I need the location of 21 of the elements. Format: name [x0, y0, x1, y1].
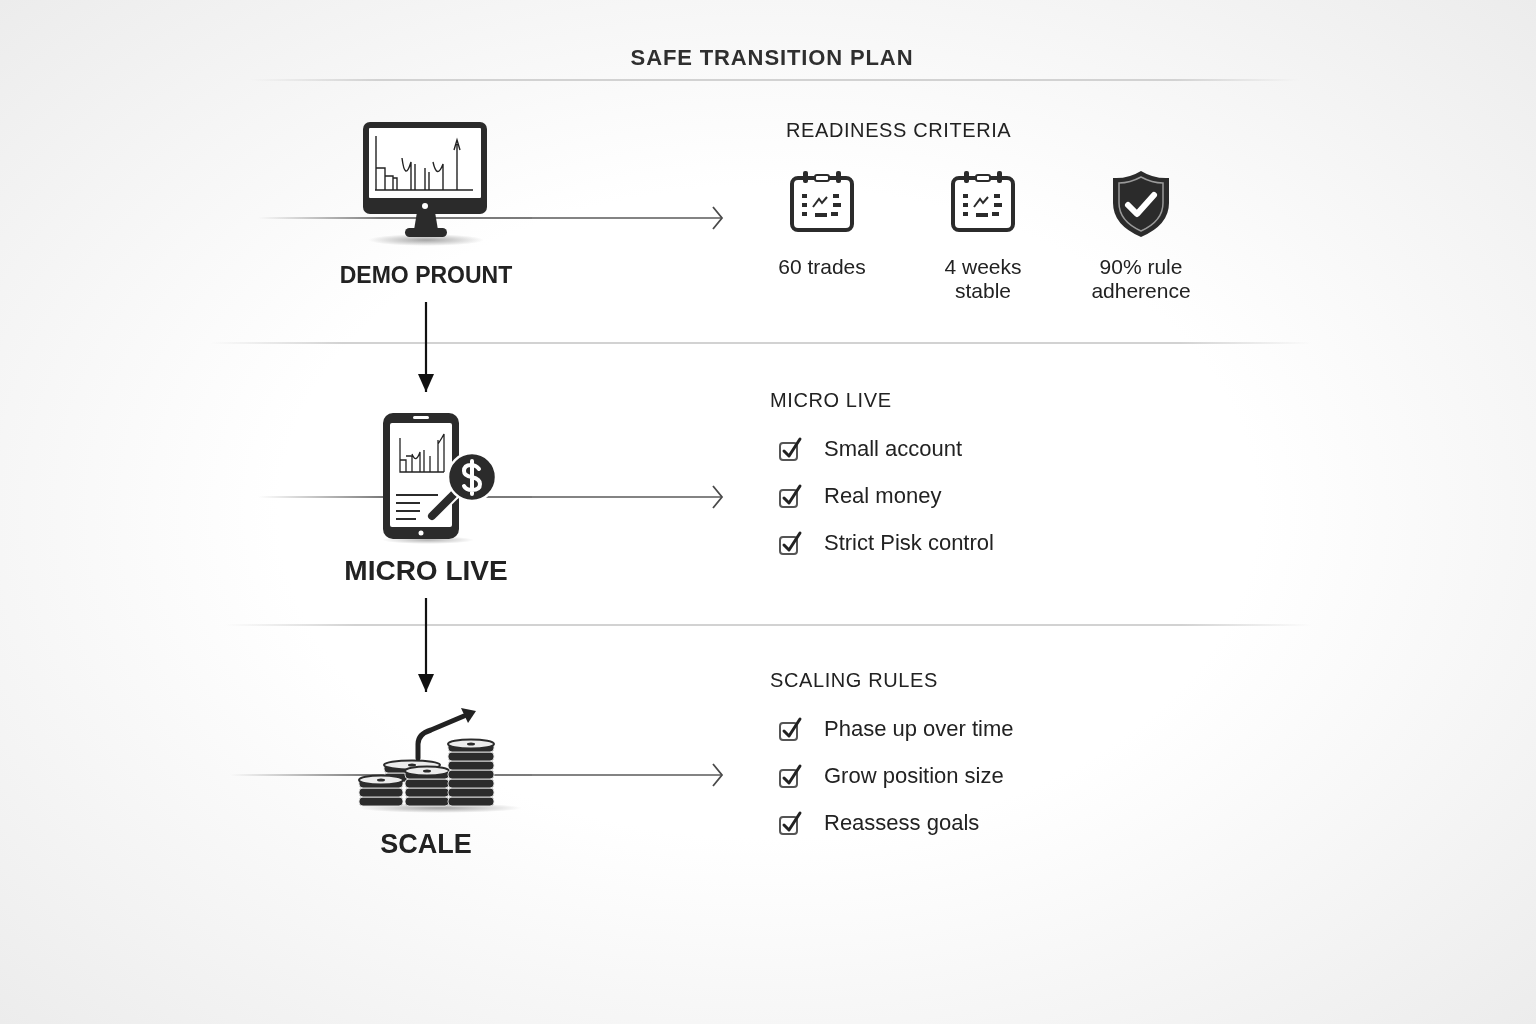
checklist-item: Grow position size: [824, 762, 1004, 790]
criteria-label: 90% rule adherence: [1090, 255, 1192, 303]
criteria-label: 4 weeks stable: [943, 255, 1023, 303]
arrow: [531, 206, 723, 230]
checklist-item: Strict Pisk control: [824, 529, 994, 557]
stage-label: DEMO PROUNT: [339, 262, 513, 288]
section-heading: SCALING RULES: [770, 668, 938, 692]
checklist-item: Reassess goals: [824, 809, 980, 837]
checklist-item: Small account: [824, 435, 963, 463]
title: SAFE TRANSITION PLAN: [630, 44, 914, 72]
arrow: [531, 763, 723, 787]
arrow: [418, 302, 434, 392]
section-heading: MICRO LIVE: [770, 388, 892, 412]
checklist-item: Real money: [824, 482, 942, 510]
section-heading: READINESS CRITERIA: [786, 118, 1012, 142]
criteria-label: 60 trades: [778, 255, 866, 279]
stage-label: MICRO LIVE: [344, 555, 508, 587]
arrow: [531, 485, 723, 509]
arrow: [418, 598, 434, 692]
stage-label: SCALE: [380, 828, 472, 860]
checklist-item: Phase up over time: [824, 715, 1014, 743]
